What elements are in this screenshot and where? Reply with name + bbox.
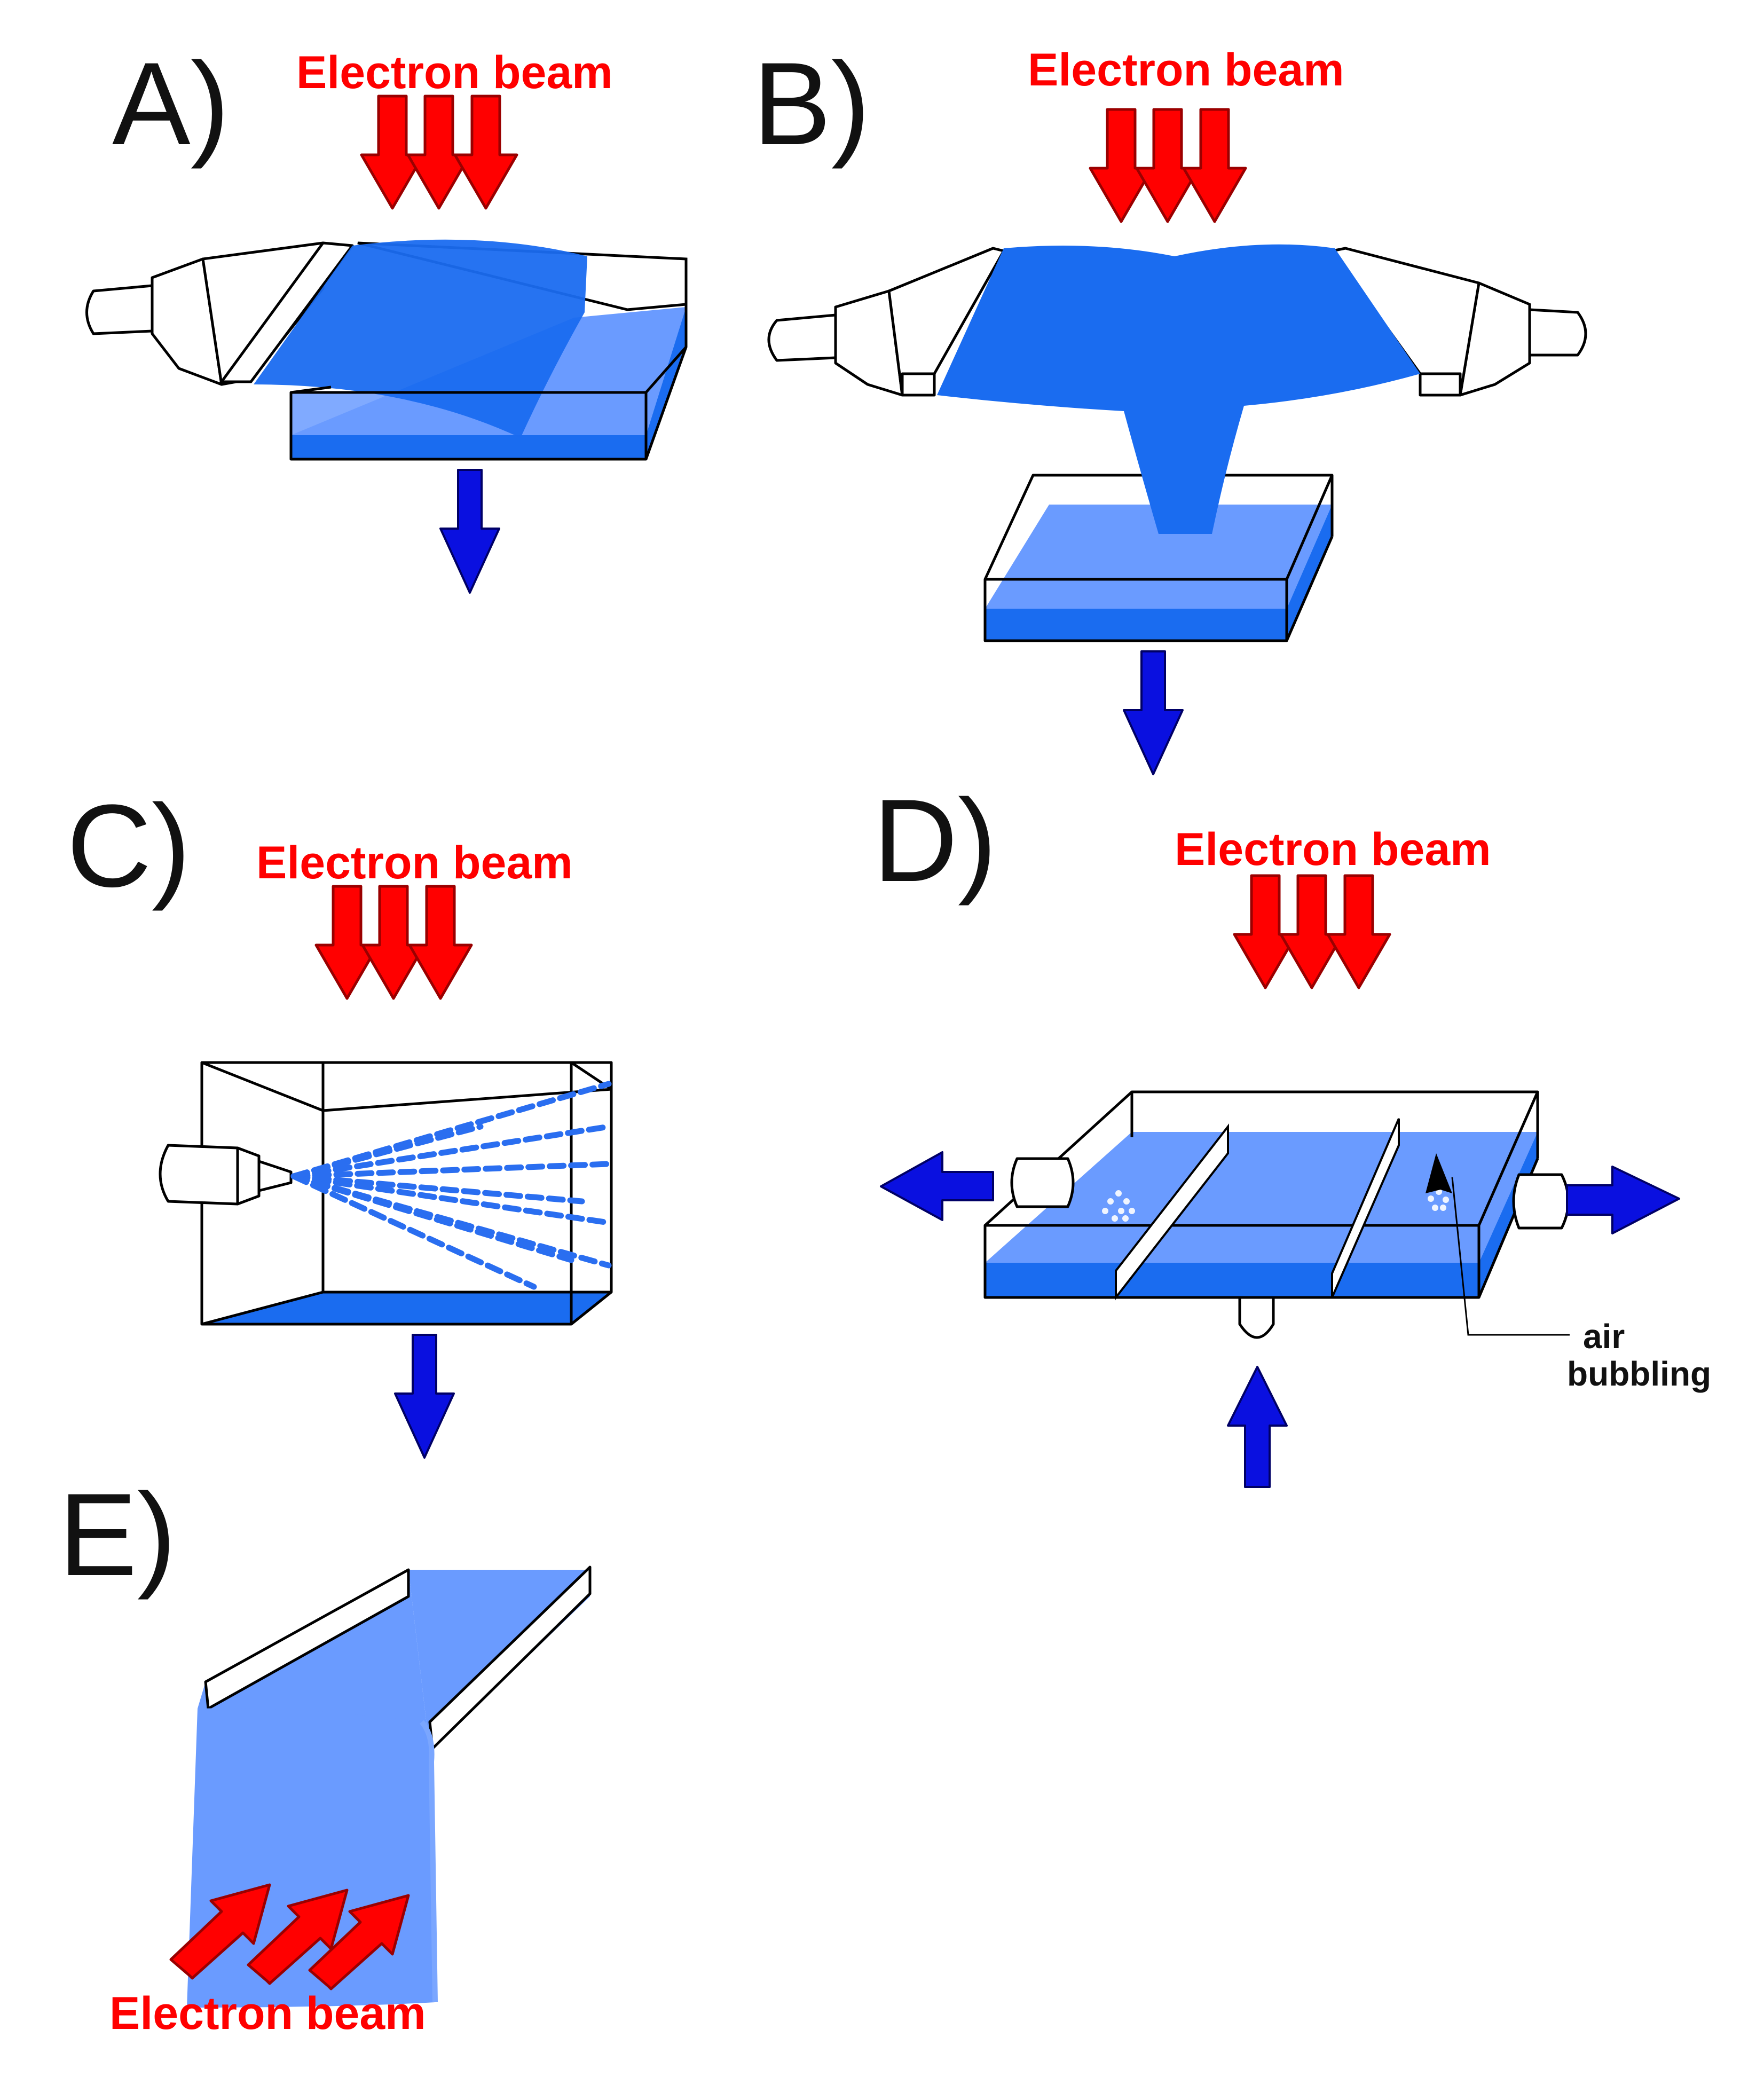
panel-d-inlet xyxy=(1227,1296,1288,1488)
air-pointer-arrowhead-icon xyxy=(1426,1153,1452,1193)
electron-beam-arrow-icon xyxy=(1137,109,1199,222)
panel-d-note-line-1: air xyxy=(1583,1317,1625,1356)
panel-c-beam-arrows xyxy=(316,886,471,998)
panel-a-nozzle-icon xyxy=(85,241,354,386)
panel-e-channel xyxy=(187,1565,592,2008)
panel-b-water-sheet xyxy=(937,244,1420,534)
panel-c-spray xyxy=(290,1081,612,1290)
panel-b-beam-arrows xyxy=(1090,109,1246,222)
panel-d-label: D) xyxy=(873,775,997,906)
panel-b-outflow-arrow-icon xyxy=(1123,650,1184,775)
panel-e: E) Electron beam xyxy=(59,1469,592,2039)
panel-d-left-outlet xyxy=(880,1151,1075,1221)
panel-b-right-nozzle-icon xyxy=(1330,247,1587,397)
electron-beam-arrow-icon xyxy=(1328,876,1390,988)
electron-beam-arrow-icon xyxy=(408,96,470,208)
panel-d-note-line-2: bubbling xyxy=(1567,1355,1711,1393)
panel-a: A) Electron beam xyxy=(85,38,688,594)
panel-a-water-sheet xyxy=(254,239,587,438)
panel-d-beam-arrows xyxy=(1234,876,1390,988)
electron-beam-arrow-icon xyxy=(455,96,517,208)
panel-d-inflow-arrow-icon xyxy=(1227,1366,1288,1488)
panel-a-tray-outline xyxy=(289,259,688,461)
panel-d-right-outflow-arrow-icon xyxy=(1566,1166,1680,1234)
panel-a-beam-label: Electron beam xyxy=(296,47,613,98)
panel-a-outflow-arrow-icon xyxy=(439,469,500,594)
panel-e-beam-arrows xyxy=(169,1883,410,1990)
electron-beam-arrow-icon xyxy=(410,886,471,998)
panel-b-label: B) xyxy=(753,38,870,169)
panel-a-label: A) xyxy=(112,38,230,169)
panel-c-beam-label: Electron beam xyxy=(256,837,573,888)
panel-d-left-outflow-arrow-icon xyxy=(880,1151,994,1221)
electron-beam-arrow-icon xyxy=(363,886,424,998)
electron-beam-arrow-icon xyxy=(316,886,378,998)
panel-c-label: C) xyxy=(67,780,191,911)
electron-beam-arrow-icon xyxy=(1090,109,1152,222)
panel-c-chamber xyxy=(200,1061,613,1326)
electron-beam-arrow-icon xyxy=(308,1894,410,1990)
panel-d-right-outlet xyxy=(1512,1166,1680,1234)
panel-d: D) Electron beam xyxy=(873,775,1711,1488)
panel-d-air-pointer xyxy=(1426,1153,1570,1336)
electron-beam-arrow-icon xyxy=(169,1883,271,1980)
panel-d-tank-water xyxy=(985,1132,1538,1297)
panel-c-spray-nozzle-icon xyxy=(159,1144,293,1206)
panel-e-label: E) xyxy=(59,1469,176,1600)
electron-beam-arrow-icon xyxy=(1234,876,1296,988)
panel-b: B) Electron beam xyxy=(753,38,1587,775)
panel-e-beam-label: Electron beam xyxy=(109,1988,426,2039)
electron-beam-arrow-icon xyxy=(361,96,423,208)
panel-c: C) Electron beam xyxy=(67,780,613,1459)
panel-c-outflow-arrow-icon xyxy=(394,1334,455,1459)
electron-beam-arrow-icon xyxy=(1184,109,1246,222)
panel-d-beam-label: Electron beam xyxy=(1175,824,1491,875)
panel-d-baffles xyxy=(1115,1118,1400,1301)
electron-beam-arrow-icon xyxy=(1281,876,1343,988)
panel-b-left-nozzle-icon xyxy=(767,247,1005,397)
panel-a-beam-arrows xyxy=(361,96,517,208)
electron-beam-arrow-icon xyxy=(247,1889,349,1985)
panel-b-beam-label: Electron beam xyxy=(1028,44,1344,96)
panel-b-tray xyxy=(983,474,1334,642)
